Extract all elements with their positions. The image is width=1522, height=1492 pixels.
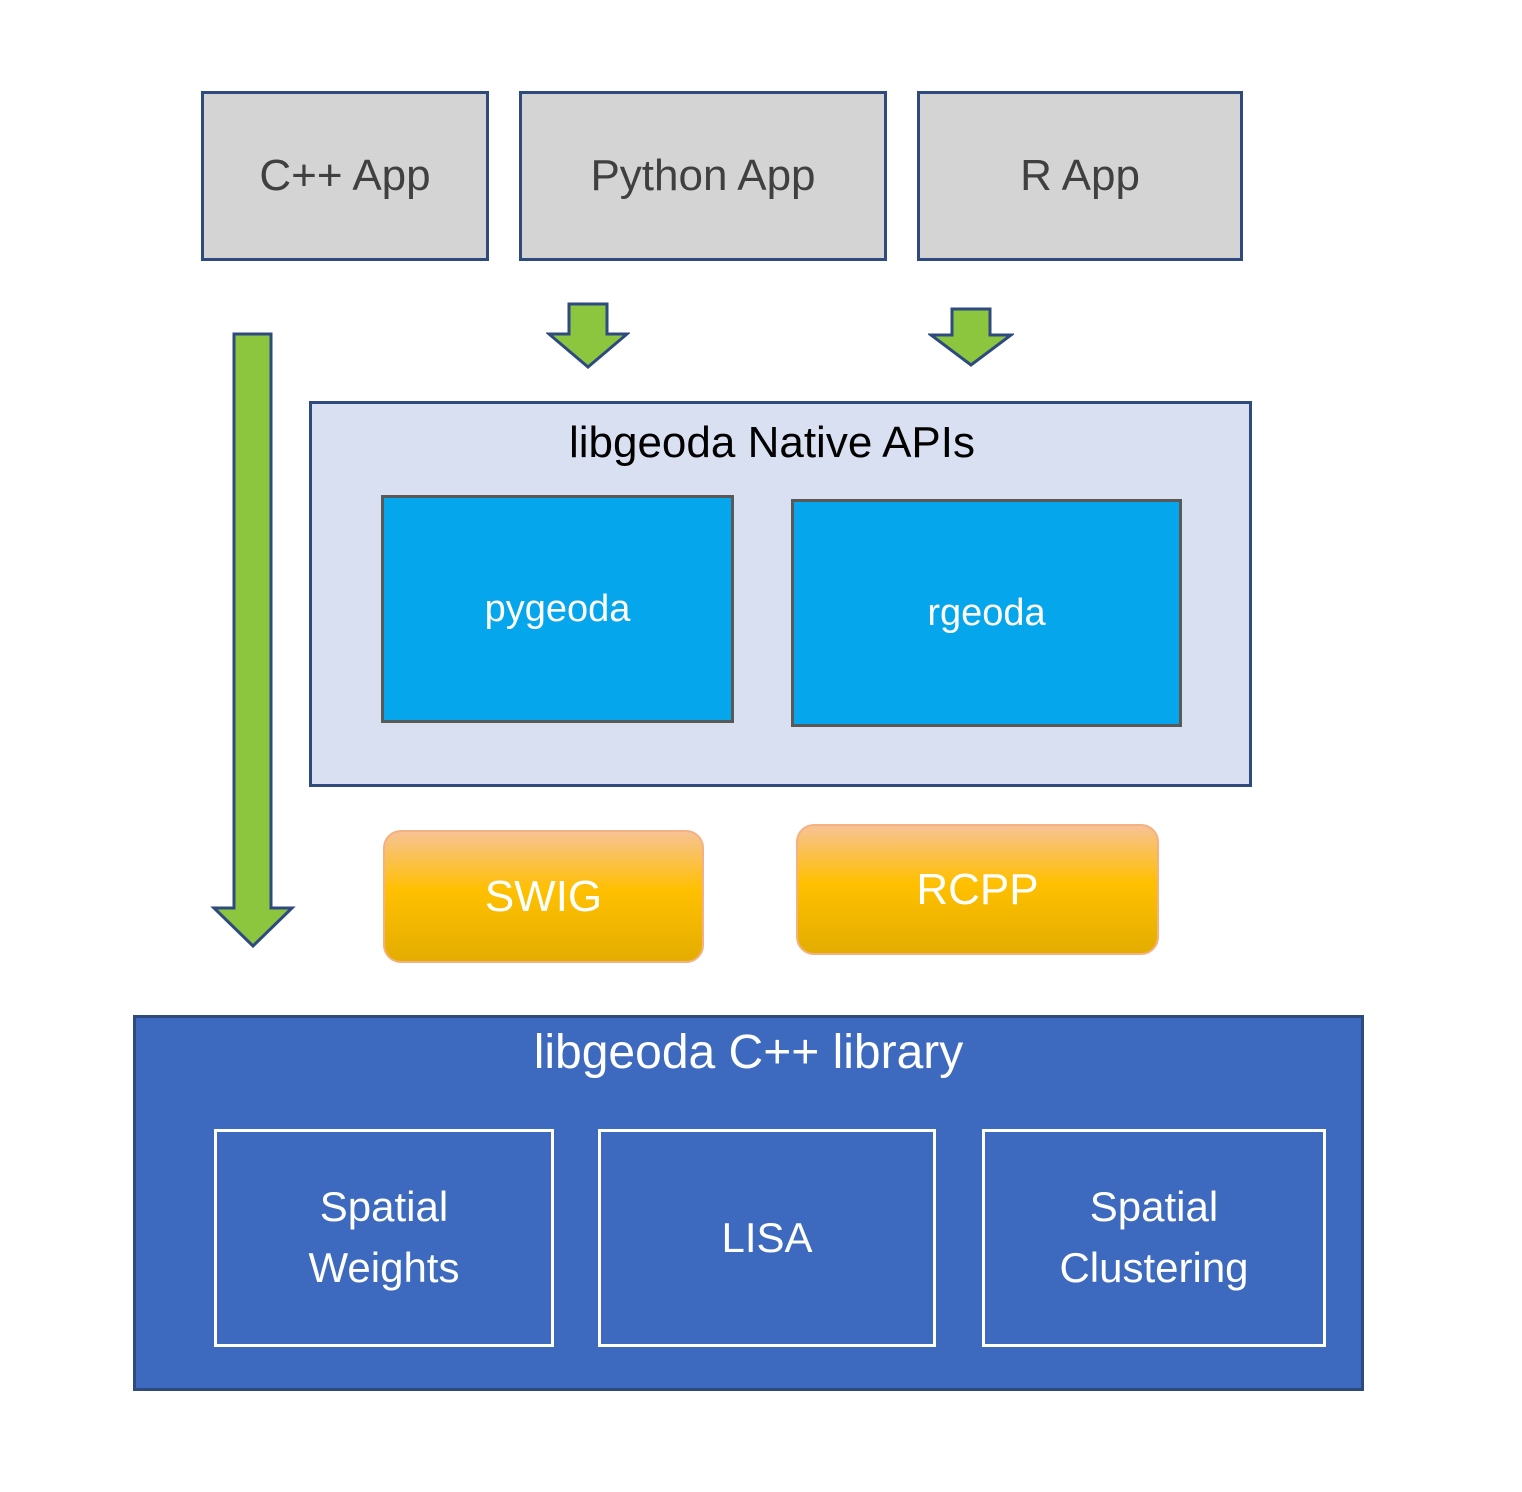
cpp-library-title: libgeoda C++ library xyxy=(533,1025,964,1079)
pygeoda-box: pygeoda xyxy=(381,495,734,723)
spatial-clustering-box: Spatial Clustering xyxy=(982,1129,1326,1347)
r-app-box: R App xyxy=(917,91,1243,261)
spatial-weights-label-line2: Weights xyxy=(308,1244,460,1291)
lisa-label: LISA xyxy=(721,1213,813,1261)
r-app-label: R App xyxy=(1020,151,1140,200)
swig-box: SWIG xyxy=(383,830,704,963)
spatial-clustering-label-line1: Spatial xyxy=(1089,1183,1219,1231)
cpp-app-label: C++ App xyxy=(259,151,431,200)
spatial-weights-box: Spatial Weights xyxy=(214,1129,554,1347)
r-down-arrow-icon xyxy=(928,307,1014,369)
rgeoda-box: rgeoda xyxy=(791,499,1182,727)
swig-label: SWIG xyxy=(484,871,603,921)
spatial-weights-label-line1: Spatial xyxy=(319,1183,449,1231)
python-app-box: Python App xyxy=(519,91,887,261)
cpp-app-box: C++ App xyxy=(201,91,489,261)
python-down-arrow-icon xyxy=(546,302,630,370)
lisa-box: LISA xyxy=(598,1129,936,1347)
cpp-down-arrow-icon xyxy=(210,332,296,950)
rcpp-box: RCPP xyxy=(796,824,1159,955)
spatial-clustering-label-line2: Clustering xyxy=(1059,1244,1249,1291)
pygeoda-label: pygeoda xyxy=(484,587,631,630)
cpp-library-container xyxy=(133,1015,1364,1391)
python-app-label: Python App xyxy=(590,151,816,200)
rcpp-label: RCPP xyxy=(916,864,1039,914)
rgeoda-label: rgeoda xyxy=(927,591,1046,634)
native-apis-title: libgeoda Native APIs xyxy=(568,418,976,467)
